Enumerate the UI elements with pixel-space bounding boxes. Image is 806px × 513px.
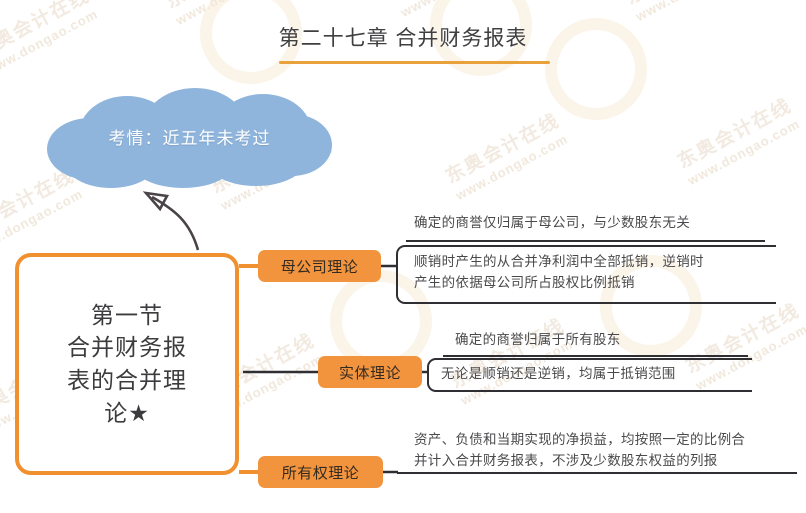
detail-ownership-theory-1: 资产、负债和当期实现的净损益，均按照一定的比例合 并计入合并财务报表，不涉及少数… [414,432,746,468]
detail-underline [397,472,797,474]
page-title: 第二十七章 合并财务报表 [278,27,528,50]
connector-root-to-cloud-arrow [151,195,200,251]
root-node-label: 第一节 合并财务报 表的合并理 论★ [67,301,187,426]
detail-parent-theory-2: 顺销时产生的从合并净利润中全部抵销，逆销时 产生的依据母公司所占股权比例抵销 [414,254,704,290]
detail-entity-theory-1: 确定的商誉归属于所有股东 [455,332,621,347]
detail-underline [406,240,765,242]
detail-bracket [427,358,752,392]
arrowhead-icon [142,191,170,212]
topic-parent-company-theory[interactable]: 母公司理论 [258,250,381,282]
exam-note-cloud: 考情：近五年未考过 [47,88,332,188]
detail-parent-theory-1: 确定的商誉仅归属于母公司，与少数股东无关 [414,215,690,230]
topic-label: 实体理论 [338,364,401,382]
cloud-lobe [207,136,305,186]
detail-underline [443,355,748,357]
topic-ownership-theory[interactable]: 所有权理论 [258,456,383,488]
topic-label: 母公司理论 [280,258,359,276]
topic-entity-theory[interactable]: 实体理论 [318,356,422,388]
title-underline [279,61,550,64]
exam-note-label: 考情：近五年未考过 [108,129,271,148]
root-node[interactable]: 第一节 合并财务报 表的合并理 论★ [15,253,239,475]
detail-entity-theory-2: 无论是顺销还是逆销，均属于抵销范围 [441,366,676,381]
topic-label: 所有权理论 [281,464,360,482]
